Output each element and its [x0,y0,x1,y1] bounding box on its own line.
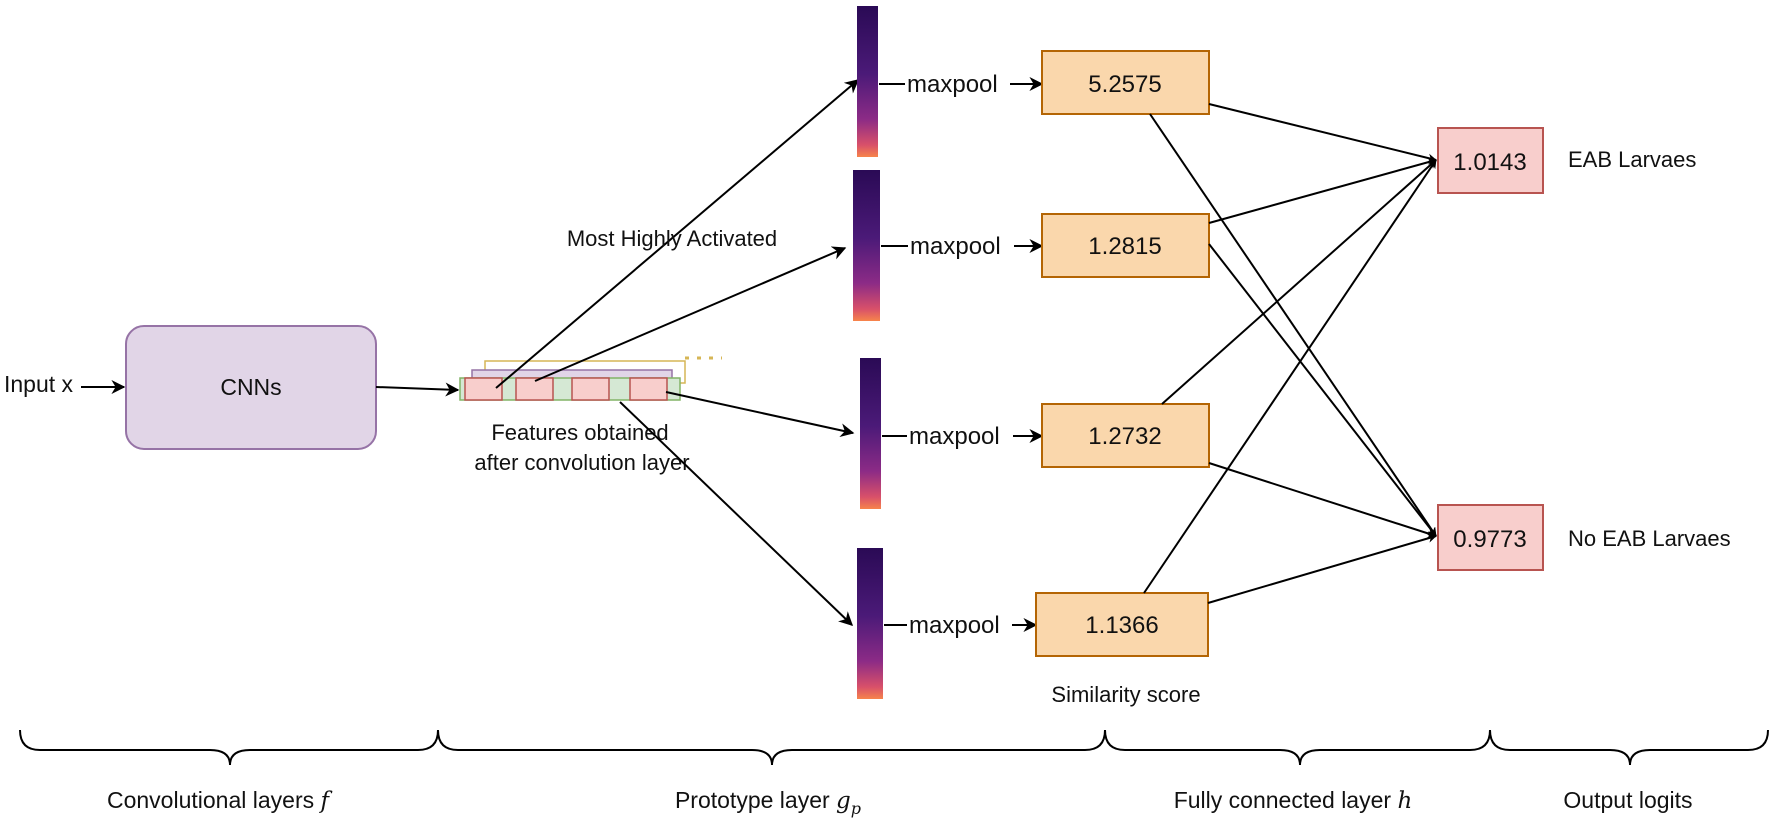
output-logit-value: 1.0143 [1453,149,1526,176]
section-label-fully-connected: Fully connected layer h [1174,787,1413,814]
maxpool-label: maxpool [910,233,1001,260]
similarity-score-box-1: 5.2575 [1041,50,1210,115]
output-logit-eab: 1.0143 [1437,127,1544,194]
feature-patch [515,377,554,401]
output-class-label: No EAB Larvaes [1568,526,1731,551]
prototype-spectrogram [857,548,883,699]
similarity-score-value: 1.2815 [1088,233,1161,260]
feature-to-prototype-4-arrow [619,401,854,626]
features-caption-line2: after convolution layer [474,450,689,475]
prototype-spectrogram [860,358,881,509]
feature-patch [571,377,610,401]
prototype-spectrogram [857,6,878,157]
section-label-output: Output logits [1563,787,1692,813]
brace-output [1489,729,1769,766]
feature-maps [459,356,722,401]
output-logit-value: 0.9773 [1453,526,1526,553]
output-logit-no-eab: 0.9773 [1437,504,1544,571]
prototype-1 [857,6,878,157]
section-label-convolutional: Convolutional layers f [107,787,333,814]
feature-to-prototype-3-arrow [665,391,855,438]
maxpool-row-4: maxpool [884,612,1038,639]
feature-to-prototype-2-arrow [534,246,847,382]
prototype-2 [853,170,880,321]
output-class-label: EAB Larvaes [1568,147,1696,172]
prototype-4 [857,548,883,699]
input-label: Input x [4,371,74,397]
features-caption-line1: Features obtained [491,420,668,445]
maxpool-row-2: maxpool [881,233,1044,260]
similarity-score-box-3: 1.2732 [1041,403,1210,468]
similarity-score-box-4: 1.1366 [1035,592,1209,657]
brace-fully-connected [1104,729,1491,766]
feature-patch [629,377,668,401]
maxpool-label: maxpool [907,71,998,98]
prototype-spectrogram [853,170,880,321]
maxpool-label: maxpool [909,423,1000,450]
cnn-label: CNNs [220,374,281,400]
maxpool-row-3: maxpool [882,423,1044,450]
maxpool-label: maxpool [909,612,1000,639]
brace-prototype [437,729,1106,766]
prototype-3 [860,358,881,509]
similarity-score-caption: Similarity score [1051,682,1200,707]
cnn-block: CNNs [125,325,377,450]
similarity-score-value: 1.2732 [1088,423,1161,450]
maxpool-row-1: maxpool [879,71,1044,98]
similarity-score-value: 5.2575 [1088,71,1161,98]
feature-to-prototype-1-arrow [495,79,860,389]
most-highly-activated-label: Most Highly Activated [567,226,777,251]
similarity-score-value: 1.1366 [1085,612,1158,639]
fully-connected-edges [1143,103,1437,604]
brace-convolutional [19,729,439,766]
cnn-to-features-arrow [375,382,460,397]
section-label-prototype: Prototype layer gp [675,787,861,818]
feature-patch [464,377,503,401]
similarity-score-box-2: 1.2815 [1041,213,1210,278]
